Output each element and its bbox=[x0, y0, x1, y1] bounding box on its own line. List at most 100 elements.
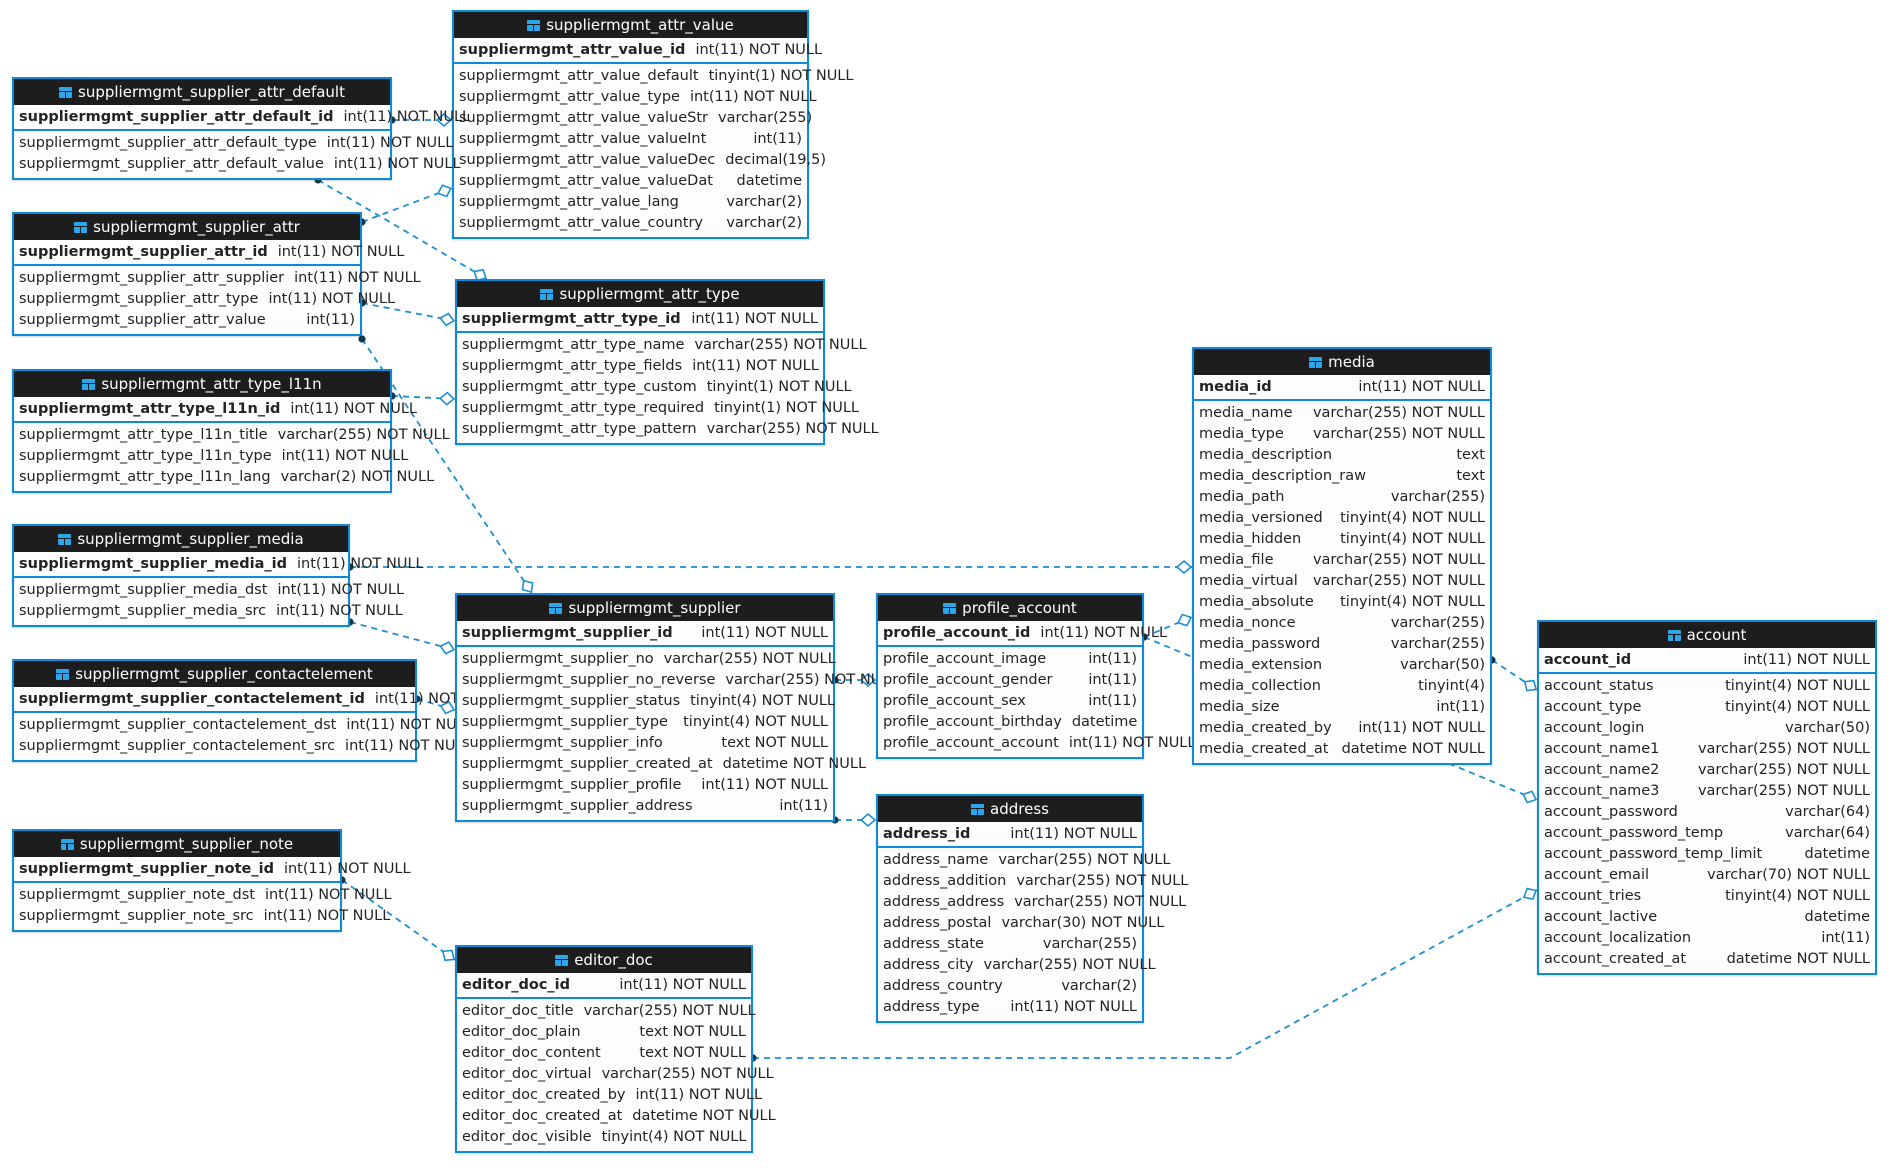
entity-table-header[interactable]: suppliermgmt_attr_type_l11n bbox=[14, 371, 390, 397]
entity-table-header[interactable]: suppliermgmt_supplier_attr bbox=[14, 214, 360, 240]
entity-table-header[interactable]: suppliermgmt_supplier_attr_default bbox=[14, 79, 390, 105]
entity-table-header[interactable]: suppliermgmt_attr_value bbox=[454, 12, 807, 38]
column-row[interactable]: suppliermgmt_supplier_contactelement_dst… bbox=[14, 715, 473, 736]
column-row[interactable]: suppliermgmt_supplier_attr_default_value… bbox=[14, 154, 461, 175]
entity-table-header[interactable]: suppliermgmt_supplier_note bbox=[14, 831, 340, 857]
entity-table-header[interactable]: address bbox=[878, 796, 1142, 822]
entity-table-header[interactable]: editor_doc bbox=[457, 947, 751, 973]
entity-table-suppliermgmt_supplier[interactable]: suppliermgmt_supplier suppliermgmt_suppli… bbox=[455, 593, 897, 822]
entity-table-header[interactable]: suppliermgmt_supplier_contactelement bbox=[14, 661, 415, 687]
entity-table-header[interactable]: suppliermgmt_attr_type bbox=[457, 281, 823, 307]
entity-table-header[interactable]: suppliermgmt_supplier bbox=[457, 595, 833, 621]
